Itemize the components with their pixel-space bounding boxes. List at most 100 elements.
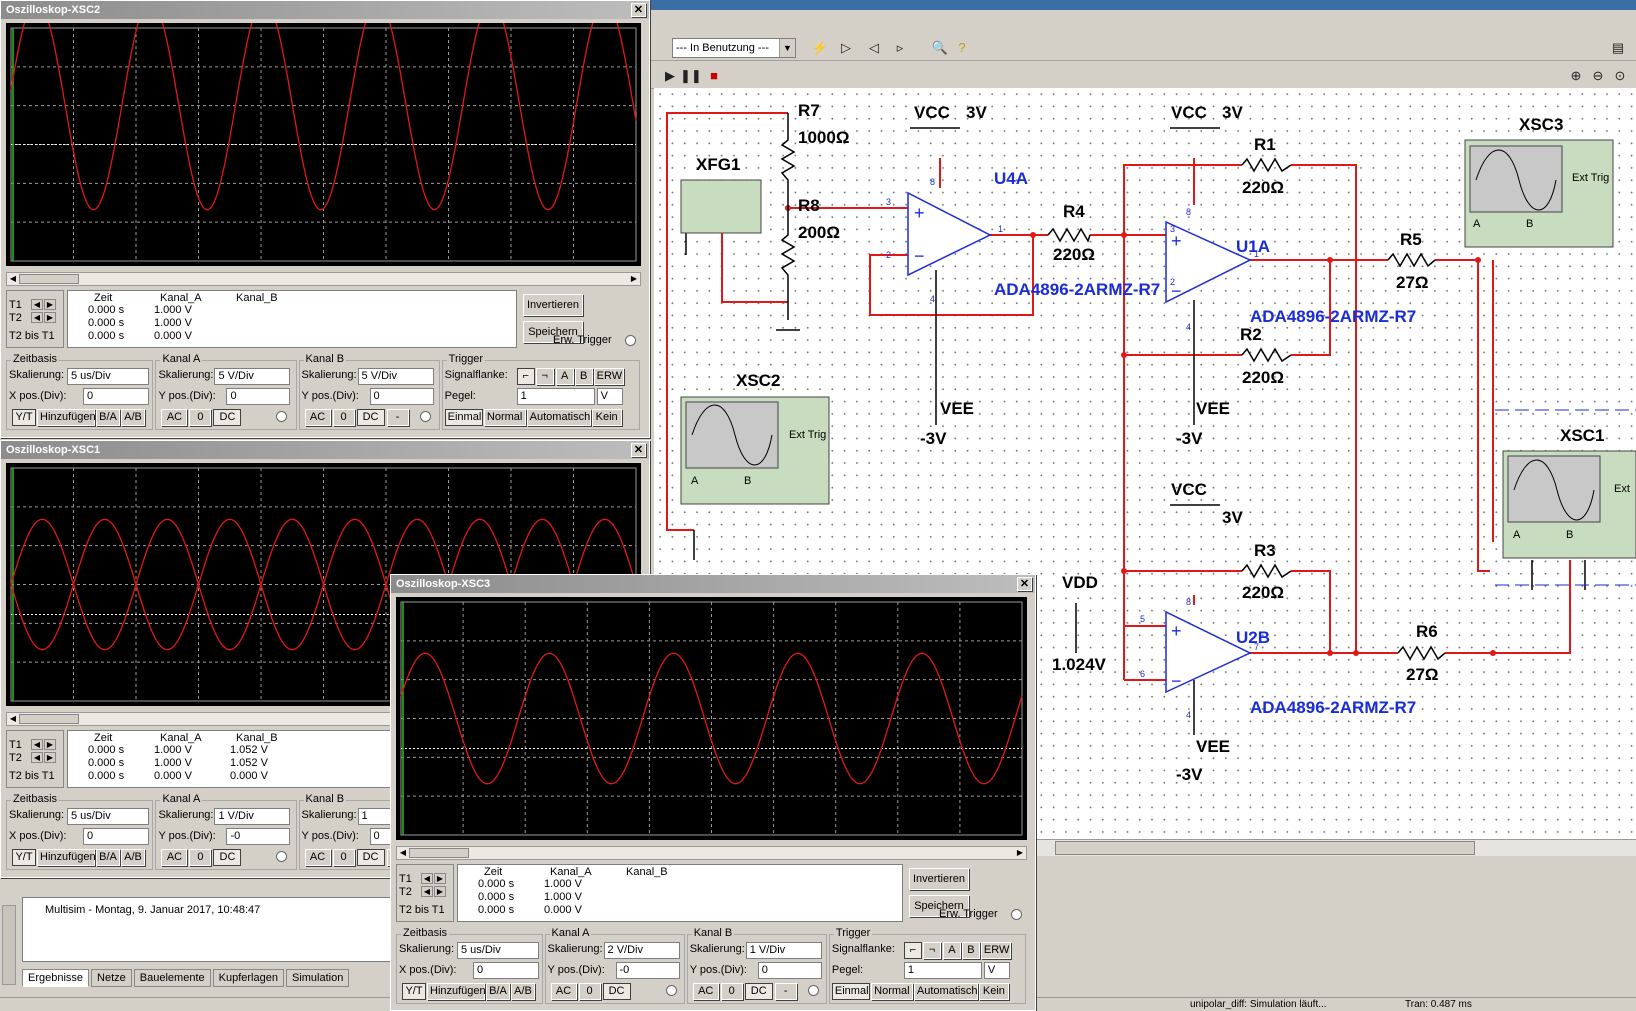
pegel-unit-field[interactable]: V xyxy=(983,962,1010,979)
arrow-right-icon[interactable]: ▶ xyxy=(44,752,56,763)
close-icon[interactable]: ✕ xyxy=(1017,577,1032,591)
arrow-right-icon[interactable]: ▶ xyxy=(44,739,56,750)
arrow-left-icon[interactable]: ◀ xyxy=(31,299,43,310)
chevron-down-icon[interactable]: ▼ xyxy=(779,39,795,57)
kanal-b-ypos-field[interactable]: 0 xyxy=(757,962,822,979)
einmal-button[interactable]: Einmal xyxy=(444,409,483,426)
help-icon[interactable]: ? xyxy=(958,40,966,55)
pegel-field[interactable]: 1 xyxy=(516,388,595,405)
scroll-thumb[interactable] xyxy=(409,848,469,858)
t1-arrows[interactable]: ◀▶ xyxy=(421,872,449,884)
zero-button[interactable]: 0 xyxy=(720,983,743,1000)
ac-button[interactable]: AC xyxy=(550,983,577,1000)
dc-button[interactable]: DC xyxy=(356,409,385,426)
zero-button[interactable]: 0 xyxy=(578,983,601,1000)
yt-button[interactable]: Y/T xyxy=(12,849,36,866)
stop-icon[interactable]: ■ xyxy=(710,68,718,83)
in-use-select[interactable]: --- In Benutzung --- ▼ xyxy=(672,38,796,58)
ac-button[interactable]: AC xyxy=(161,409,188,426)
falling-edge-icon[interactable]: ¬ xyxy=(922,942,941,959)
scope-scrollbar[interactable]: ◀ ▶ xyxy=(6,272,641,286)
component-icon[interactable]: ▹ xyxy=(896,40,904,55)
minus-button[interactable]: - xyxy=(774,983,797,1000)
arrow-left-icon[interactable]: ◀ xyxy=(31,752,43,763)
kanal-a-scale-field[interactable]: 2 V/Div xyxy=(603,942,680,959)
kanal-b-scale-field[interactable]: 5 V/Div xyxy=(357,368,434,385)
kein-button[interactable]: Kein xyxy=(591,409,622,426)
kein-button[interactable]: Kein xyxy=(978,983,1009,1000)
scope-screen[interactable] xyxy=(396,597,1027,840)
scroll-right-icon[interactable]: ▶ xyxy=(630,274,638,283)
arrow-left-icon[interactable]: ◀ xyxy=(421,886,433,897)
scroll-thumb[interactable] xyxy=(1055,841,1475,855)
probe-icon[interactable]: ⚡ xyxy=(811,40,829,55)
ba-button[interactable]: B/A xyxy=(96,409,120,426)
pegel-unit-field[interactable]: V xyxy=(596,388,623,405)
zeitbasis-xpos-field[interactable]: 0 xyxy=(473,962,539,979)
invertieren-button[interactable]: Invertieren xyxy=(523,294,583,316)
dc-button[interactable]: DC xyxy=(213,849,242,866)
ba-button[interactable]: B/A xyxy=(96,849,120,866)
normal-button[interactable]: Normal xyxy=(870,983,913,1000)
ba-button[interactable]: B/A xyxy=(486,983,510,1000)
zero-button[interactable]: 0 xyxy=(189,849,212,866)
speichern-button[interactable]: Speichern xyxy=(523,321,583,343)
trigger-b-button[interactable]: B xyxy=(961,942,980,959)
zoom-icon[interactable]: 🔍 xyxy=(931,40,949,55)
speichern-button[interactable]: Speichern xyxy=(909,895,969,917)
falling-edge-icon[interactable]: ¬ xyxy=(535,368,554,385)
zeitbasis-scale-field[interactable]: 5 us/Div xyxy=(67,808,149,825)
back-icon[interactable]: ◁ xyxy=(869,40,879,55)
rising-edge-icon[interactable]: ⌐ xyxy=(903,942,922,959)
kanal-b-scale-field[interactable]: 1 V/Div xyxy=(745,942,822,959)
erw-button[interactable]: ERW xyxy=(593,368,624,385)
hinzufuegen-button[interactable]: Hinzufügen xyxy=(427,983,486,1000)
run-icon[interactable]: ▶ xyxy=(665,68,675,83)
kanal-b-radio[interactable] xyxy=(807,985,819,996)
automatisch-button[interactable]: Automatisch xyxy=(526,409,591,426)
ab-button[interactable]: A/B xyxy=(121,409,145,426)
scroll-left-icon[interactable]: ◀ xyxy=(9,274,17,283)
t2-arrows[interactable]: ◀▶ xyxy=(31,311,59,323)
close-icon[interactable]: ✕ xyxy=(631,443,646,457)
arrow-right-icon[interactable]: ▶ xyxy=(44,312,56,323)
erw-trigger-radio[interactable] xyxy=(625,335,636,346)
t1-arrows[interactable]: ◀▶ xyxy=(31,738,59,750)
arrow-left-icon[interactable]: ◀ xyxy=(31,312,43,323)
zeitbasis-scale-field[interactable]: 5 us/Div xyxy=(457,942,539,959)
zeitbasis-xpos-field[interactable]: 0 xyxy=(83,828,149,845)
kanal-a-radio[interactable] xyxy=(276,411,288,422)
rising-edge-icon[interactable]: ⌐ xyxy=(516,368,535,385)
arrow-right-icon[interactable]: ▶ xyxy=(434,886,446,897)
kanal-b-ypos-field[interactable]: 0 xyxy=(369,388,434,405)
hinzufuegen-button[interactable]: Hinzufügen xyxy=(37,409,96,426)
scope-titlebar[interactable]: Oszilloskop-XSC1 ✕ xyxy=(1,441,649,459)
scope-screen[interactable] xyxy=(6,23,641,266)
zoom-fit-icon[interactable]: ⊙ xyxy=(1614,68,1626,83)
arrow-right-icon[interactable]: ▶ xyxy=(434,873,446,884)
trigger-a-button[interactable]: A xyxy=(942,942,961,959)
kanal-a-ypos-field[interactable]: -0 xyxy=(615,962,680,979)
zero-button[interactable]: 0 xyxy=(332,409,355,426)
scroll-thumb[interactable] xyxy=(19,274,79,284)
kanal-a-scale-field[interactable]: 1 V/Div xyxy=(214,808,291,825)
ac-button[interactable]: AC xyxy=(304,849,331,866)
yt-button[interactable]: Y/T xyxy=(402,983,426,1000)
ac-button[interactable]: AC xyxy=(304,409,331,426)
kanal-a-radio[interactable] xyxy=(276,851,288,862)
erw-trigger-radio[interactable] xyxy=(1011,909,1022,920)
erw-button[interactable]: ERW xyxy=(980,942,1011,959)
dc-button[interactable]: DC xyxy=(356,849,385,866)
scroll-left-icon[interactable]: ◀ xyxy=(9,714,17,723)
zeitbasis-xpos-field[interactable]: 0 xyxy=(83,388,149,405)
tab-ergebnisse[interactable]: Ergebnisse xyxy=(22,969,90,987)
ac-button[interactable]: AC xyxy=(692,983,719,1000)
ab-button[interactable]: A/B xyxy=(511,983,535,1000)
t1-arrows[interactable]: ◀▶ xyxy=(31,298,59,310)
schematic-canvas[interactable]: +− +− +− 3 2 1 8 4 3 2 1 8 4 5 6 7 8 4 xyxy=(654,88,1636,839)
zeitbasis-scale-field[interactable]: 5 us/Div xyxy=(67,368,149,385)
arrow-left-icon[interactable]: ◀ xyxy=(421,873,433,884)
scroll-thumb[interactable] xyxy=(19,714,79,724)
forward-icon[interactable]: ▷ xyxy=(841,40,851,55)
tab-netze[interactable]: Netze xyxy=(91,969,132,987)
